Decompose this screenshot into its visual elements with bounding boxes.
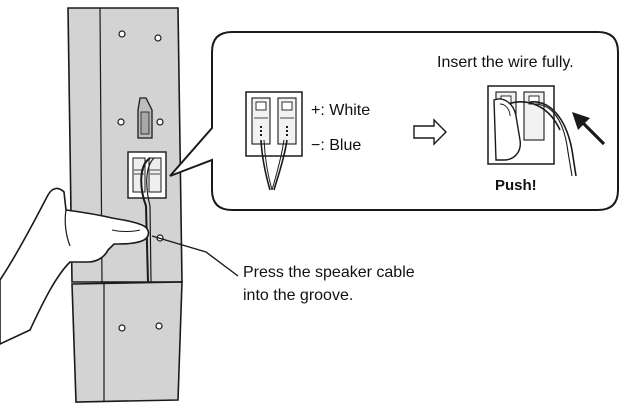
speaker-column-lower <box>71 281 183 403</box>
push-arrow-icon <box>572 112 606 146</box>
groove-instruction-line-2: into the groove. <box>243 287 354 304</box>
arrow-right-icon <box>413 118 447 146</box>
hand-pressing-cable <box>0 187 150 345</box>
terminal-detail-left <box>245 91 303 191</box>
polarity-plus-label: +: White <box>311 102 371 119</box>
terminal-detail-right <box>487 85 577 177</box>
polarity-minus-label: −: Blue <box>311 137 362 154</box>
push-label: Push! <box>495 177 537 194</box>
speaker-column <box>67 7 183 403</box>
groove-leader-line <box>151 235 239 277</box>
speaker-cable <box>140 157 151 283</box>
callout-title: Insert the wire fully. <box>437 54 574 71</box>
screw-holes <box>117 30 164 332</box>
groove-instruction-line-1: Press the speaker cable <box>243 264 415 281</box>
